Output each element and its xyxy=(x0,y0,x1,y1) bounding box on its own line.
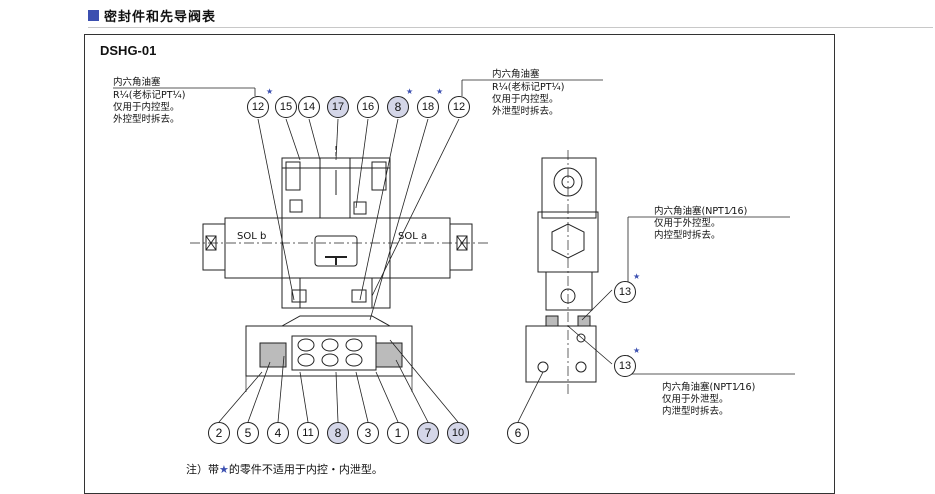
balloon-number: 8 xyxy=(394,100,402,114)
balloon-number: 15 xyxy=(279,101,293,113)
part-balloon: 12 xyxy=(448,96,470,118)
balloon-number: 10 xyxy=(451,427,465,439)
callout-line: 外泄型时拆去。 xyxy=(492,106,559,117)
section-heading: 密封件和先导阀表 xyxy=(88,6,217,25)
side-view xyxy=(525,150,599,395)
part-balloon: 3 xyxy=(357,422,379,444)
balloon-number: 14 xyxy=(302,101,316,113)
star-icon: ★ xyxy=(436,87,444,96)
balloon-number: 4 xyxy=(274,426,282,440)
balloon-number: 16 xyxy=(361,101,375,113)
balloon-number: 2 xyxy=(215,426,223,440)
heading-square-icon xyxy=(88,9,99,21)
part-balloon: 10 xyxy=(447,422,469,444)
solenoid-a-label: SOL a xyxy=(398,231,428,242)
balloon-number: 18 xyxy=(421,101,435,113)
callout-line: 仅用于外泄型。 xyxy=(662,394,729,405)
front-view xyxy=(190,146,488,392)
star-icon: ★ xyxy=(219,463,229,476)
footnote: 注）带★的零件不适用于内控・内泄型。 xyxy=(186,461,383,477)
balloon-number: 11 xyxy=(302,427,314,439)
balloon-number: 1 xyxy=(394,426,402,440)
model-title: DSHG-01 xyxy=(100,43,157,58)
callout-line: 内泄型时拆去。 xyxy=(662,406,729,417)
callout-line: 仅用于外控型。 xyxy=(654,218,721,229)
part-balloon: 6 xyxy=(507,422,529,444)
star-icon: ★ xyxy=(406,87,414,96)
leader-lines xyxy=(113,79,795,423)
part-balloon: 18 xyxy=(417,96,439,118)
balloon-number: 5 xyxy=(244,426,252,440)
solenoid-b-label: SOL b xyxy=(237,231,267,242)
footnote-suffix: 的零件不适用于内控・内泄型。 xyxy=(228,463,383,476)
callout-side-lower: 内六角油塞(NPT1⁄16) 仅用于外泄型。 内泄型时拆去。 xyxy=(662,382,755,418)
balloon-number: 3 xyxy=(364,426,372,440)
balloon-number: 7 xyxy=(424,426,432,440)
callout-line: 内六角油塞(NPT1⁄16) xyxy=(654,206,748,217)
callout-line: 内六角油塞(NPT1⁄16) xyxy=(662,382,756,393)
callout-line: 内六角油塞 xyxy=(113,77,161,88)
part-balloon: 16 xyxy=(357,96,379,118)
balloon-number: 6 xyxy=(514,426,522,440)
callout-line: 内控型时拆去。 xyxy=(654,230,721,241)
part-balloon: 15 xyxy=(275,96,297,118)
part-balloon: 5 xyxy=(237,422,259,444)
balloon-number: 13 xyxy=(618,360,632,372)
star-icon: ★ xyxy=(633,272,641,281)
part-balloon: 1 xyxy=(387,422,409,444)
part-balloon: 2 xyxy=(208,422,230,444)
balloon-number: 12 xyxy=(452,101,466,113)
part-balloon: 13 xyxy=(614,281,636,303)
star-icon: ★ xyxy=(266,87,274,96)
balloon-number: 8 xyxy=(334,426,342,440)
callout-line: R¼(老标记PT¼) xyxy=(113,90,186,101)
part-balloon: 14 xyxy=(298,96,320,118)
part-balloon: 13 xyxy=(614,355,636,377)
callout-line: 仅用于内控型。 xyxy=(492,94,559,105)
callout-line: R¼(老标记PT¼) xyxy=(492,82,565,93)
callout-line: 外控型时拆去。 xyxy=(113,114,180,125)
part-balloon: 12 xyxy=(247,96,269,118)
callout-side-upper: 内六角油塞(NPT1⁄16) 仅用于外控型。 内控型时拆去。 xyxy=(654,206,747,242)
heading-divider xyxy=(88,27,933,28)
callout-line: 仅用于内控型。 xyxy=(113,102,180,113)
balloon-number: 13 xyxy=(618,286,632,298)
part-balloon: 8 xyxy=(327,422,349,444)
callout-right-top: 内六角油塞 R¼(老标记PT¼) 仅用于内控型。 外泄型时拆去。 xyxy=(492,69,564,118)
part-balloon: 4 xyxy=(267,422,289,444)
part-balloon: 11 xyxy=(297,422,319,444)
section-title: 密封件和先导阀表 xyxy=(104,9,217,25)
callout-left-top: 内六角油塞 R¼(老标记PT¼) 仅用于内控型。 外控型时拆去。 xyxy=(113,77,185,126)
part-balloon: 7 xyxy=(417,422,439,444)
part-balloon: 8 xyxy=(387,96,409,118)
balloon-number: 12 xyxy=(251,101,265,113)
star-icon: ★ xyxy=(633,346,641,355)
footnote-prefix: 注）带 xyxy=(186,463,219,476)
callout-line: 内六角油塞 xyxy=(492,69,540,80)
balloon-number: 17 xyxy=(331,101,345,113)
part-balloon: 17 xyxy=(327,96,349,118)
